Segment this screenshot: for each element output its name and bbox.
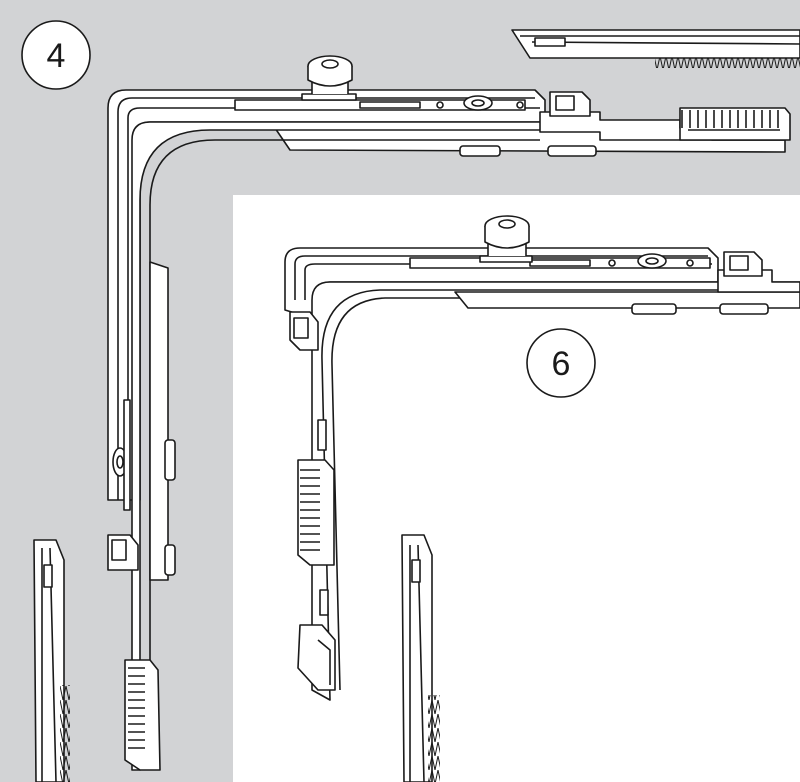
rail-top-right (511, 29, 800, 68)
clip-6-corner (289, 311, 319, 351)
callout-6-label: 6 (552, 345, 571, 383)
callout-4: 4 (21, 20, 91, 90)
toothed-block-6 (297, 459, 335, 566)
inner-corner-arm (131, 121, 601, 771)
clip-4 (549, 91, 591, 117)
callout-6: 6 (526, 328, 596, 398)
callout-4-label: 4 (47, 37, 66, 75)
roller-bolt-4 (301, 55, 357, 101)
clip-6 (723, 251, 763, 277)
clip-4-vertical (107, 534, 139, 571)
callout-6-circle (526, 328, 596, 398)
corner-drive-6 (284, 215, 800, 782)
callout-4-circle (21, 20, 91, 90)
latch-6-bottom (297, 624, 336, 691)
corner-drive-4 (33, 29, 800, 782)
roller-bolt-6 (479, 215, 533, 263)
rail-bottom-left (33, 539, 70, 782)
vertical-slide-bar (149, 261, 169, 581)
toothed-block-4-bottom (124, 659, 161, 771)
toothed-block-4-right (679, 107, 791, 141)
rail-bottom-center (401, 534, 440, 782)
lower-slide-bar-6 (454, 291, 800, 309)
inner-corner-arm-6 (311, 281, 800, 701)
